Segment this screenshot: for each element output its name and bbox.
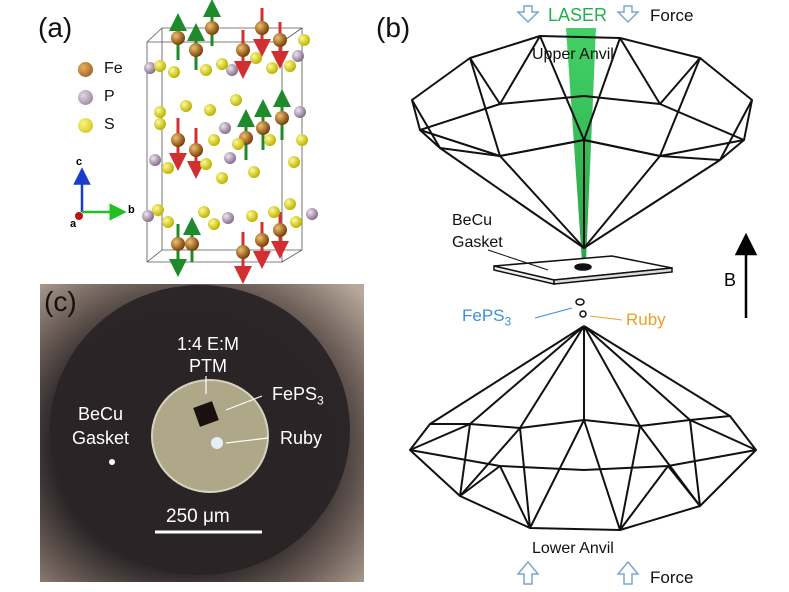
axis-a-label: a (70, 218, 77, 230)
sample-label-b: FePS3 (462, 306, 511, 328)
ptm-label-line2: PTM (189, 356, 227, 376)
axis-triad (73, 167, 127, 221)
force-arrows (516, 5, 640, 585)
force-top-label: Force (650, 6, 694, 25)
ruby-label-b: Ruby (626, 310, 666, 329)
legend-p-ball (78, 90, 93, 105)
sample-and-ruby (575, 298, 587, 318)
sample-subscript: 3 (504, 314, 512, 329)
fe-atoms (171, 21, 289, 259)
laser-label: LASER (548, 5, 608, 25)
lower-anvil-label: Lower Anvil (532, 540, 614, 557)
gasket-label-c: BeCu Gasket (72, 404, 130, 448)
lower-anvil (409, 325, 757, 531)
sample-text-c: FePS (272, 384, 318, 404)
panel-b-label: (b) (376, 12, 411, 43)
legend-fe-ball (78, 62, 93, 77)
legend-fe-label: Fe (104, 60, 123, 77)
axis-c-label: c (76, 156, 83, 168)
upper-anvil (411, 35, 753, 249)
panel-c-label: (c) (44, 286, 77, 317)
sample-label-c: FePS3 (272, 384, 324, 408)
gasket-pointer (487, 249, 549, 271)
b-field-label: B (724, 270, 737, 290)
sample-pointer (534, 307, 573, 319)
s-atoms (152, 34, 310, 230)
gasket-label-b: BeCu Gasket (452, 212, 503, 251)
legend-p-label: P (104, 88, 115, 105)
photo-annotations (205, 376, 269, 444)
ptm-label-line1: 1:4 E:M (176, 334, 240, 354)
panel-a-label: (a) (38, 12, 73, 43)
ruby-pointer (589, 315, 623, 321)
microscope-photo (40, 284, 364, 582)
scale-bar-label: 250 μm (166, 506, 230, 527)
p-atoms (142, 50, 318, 224)
legend-s-label: S (104, 116, 115, 133)
sample-text: FePS (462, 306, 505, 325)
sample-subscript-c: 3 (317, 393, 324, 408)
upper-anvil-label: Upper Anvil (532, 46, 614, 63)
laser-beam (566, 28, 596, 262)
gasket-plate (493, 255, 673, 285)
ruby-label-c: Ruby (280, 428, 323, 448)
legend-s-ball (78, 118, 93, 133)
force-bottom-label: Force (650, 568, 694, 587)
axis-b-label: b (128, 204, 135, 216)
